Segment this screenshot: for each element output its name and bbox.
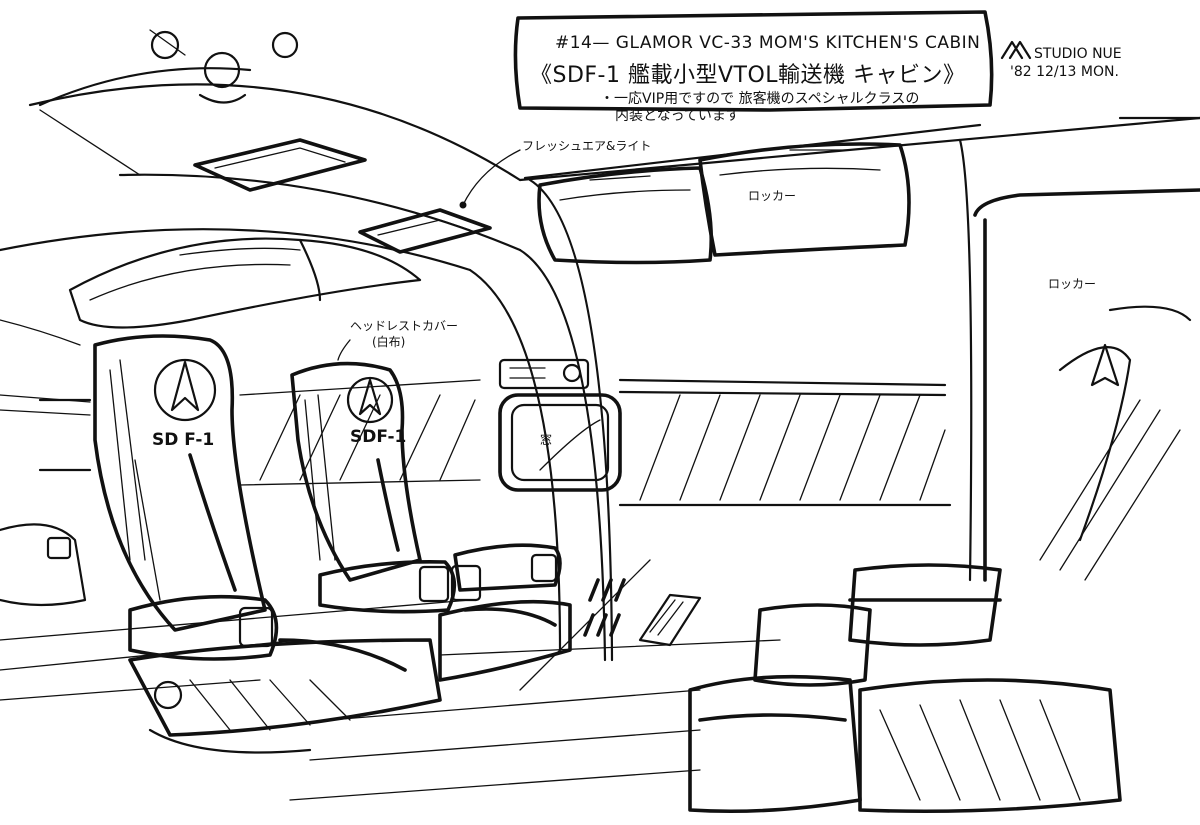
seat-partial-left [0, 523, 87, 607]
title-line-2: 《SDF-1 艦載小型VTOL輸送機 キャビン》 [530, 63, 966, 88]
annotation-fresh-air-light: フレッシュエア&ライト [522, 139, 651, 153]
annotation-locker-right: ロッカー [1048, 277, 1096, 291]
wall-band [38, 378, 952, 507]
window-panel [498, 358, 622, 492]
title-line-3: ・一応VIP用ですので 旅客機のスペシャルクラスの [600, 90, 919, 107]
top-view-sketch [38, 29, 299, 107]
overhead-lockers-right [537, 142, 911, 265]
sketch-date: '82 12/13 MON. [1010, 64, 1119, 80]
annotation-headrest-cover: ヘッドレストカバー [350, 319, 458, 333]
annotation-headrest-material: (白布) [372, 334, 405, 349]
seat-left [93, 334, 442, 754]
annotation-locker-upper: ロッカー [748, 189, 796, 203]
annotation-window: 窓 [540, 432, 552, 447]
floor-vents [583, 578, 702, 647]
headrest-leader-line [337, 339, 351, 361]
fresh-air-light-panels [193, 138, 521, 254]
seat-right [290, 361, 572, 682]
credit-block: STUDIO NUE '82 12/13 MON. [1000, 40, 1122, 80]
studio-logo-icon [1000, 40, 1032, 60]
title-line-4: 内装となっています [615, 108, 740, 124]
seat-right-mark: SDF-1 [350, 427, 406, 447]
seats-right-row [688, 305, 1192, 814]
overhead-bins-left [68, 237, 422, 329]
title-line-1: #14— GLAMOR VC-33 MOM'S KITCHEN'S CABIN [555, 33, 980, 53]
seat-left-mark: SD F-1 [152, 430, 214, 450]
title-note-box: #14— GLAMOR VC-33 MOM'S KITCHEN'S CABIN … [513, 10, 994, 124]
studio-name: STUDIO NUE [1034, 46, 1122, 62]
